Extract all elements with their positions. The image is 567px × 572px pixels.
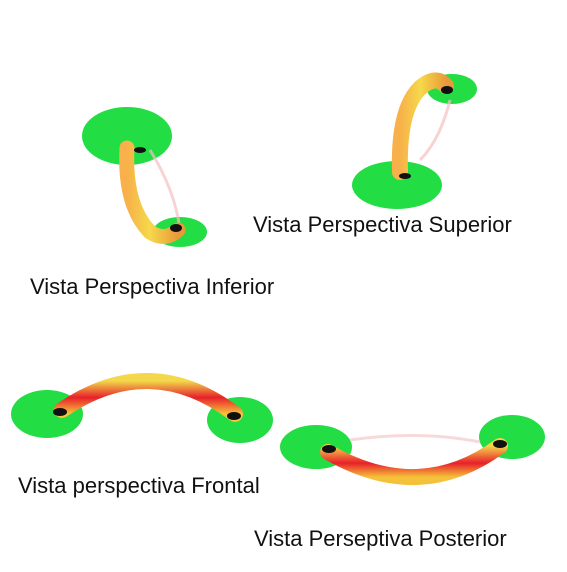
hole-left-posterior xyxy=(322,445,336,453)
tube-inferior xyxy=(119,140,186,244)
caption-frontal: Vista perspectiva Frontal xyxy=(18,473,260,498)
hole-right-frontal xyxy=(227,412,241,420)
tube-shadow-posterior xyxy=(349,433,481,444)
hole-top-inferior xyxy=(134,147,146,153)
hole-left-frontal xyxy=(53,408,67,416)
hole-right-posterior xyxy=(493,440,507,448)
caption-inferior: Vista Perspectiva Inferior xyxy=(30,274,275,299)
caption-superior: Vista Perspectiva Superior xyxy=(253,212,512,237)
tube-frontal xyxy=(54,373,243,422)
view-frontal-graphic xyxy=(11,373,273,443)
caption-posterior: Vista Perseptiva Posterior xyxy=(254,526,507,551)
view-inferior-graphic xyxy=(82,107,207,247)
tube-posterior xyxy=(320,438,508,485)
tube-superior xyxy=(391,72,454,180)
view-posterior-graphic xyxy=(280,415,545,485)
tube-shadow-superior xyxy=(418,99,452,162)
hole-bottom-inferior xyxy=(170,224,182,232)
view-superior-graphic xyxy=(352,72,477,209)
tube-shadow-inferior xyxy=(148,149,182,231)
pad-bottom-superior xyxy=(352,161,442,209)
hole-top-superior xyxy=(441,86,453,94)
hole-bottom-superior xyxy=(399,173,411,179)
